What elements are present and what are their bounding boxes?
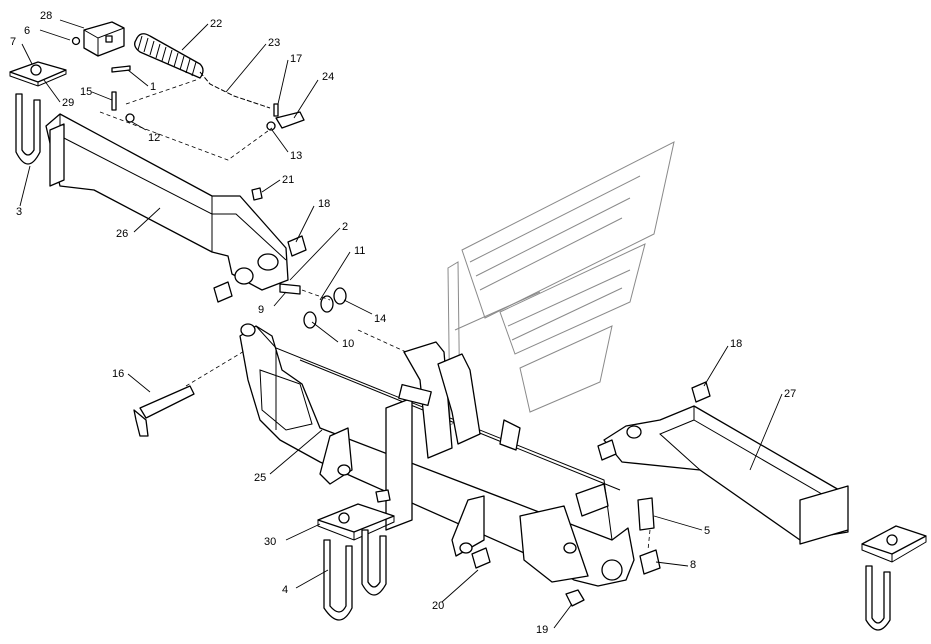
callout-16: 16 <box>112 368 124 380</box>
callout-27: 27 <box>784 388 796 400</box>
part-28-bracket <box>83 21 125 57</box>
part-29-plate <box>9 61 67 87</box>
callout-21: 21 <box>282 174 294 186</box>
part-6-nut <box>71 36 81 46</box>
callout-19: 19 <box>536 624 548 636</box>
part-14-washer <box>333 287 347 305</box>
part-30-plate <box>317 489 395 541</box>
part-12-washer <box>125 113 135 123</box>
callout-11: 11 <box>354 245 365 257</box>
callout-24: 24 <box>322 71 334 83</box>
part-23-chain <box>199 71 271 109</box>
part-26-arm <box>45 113 289 291</box>
part-3-u-bolt <box>15 93 41 165</box>
part-19-nut <box>565 589 585 607</box>
callout-12: 12 <box>148 132 160 144</box>
callout-22: 22 <box>210 18 222 30</box>
part-24-clip <box>275 111 305 129</box>
part-right-u-bolt <box>865 565 891 631</box>
part-bushing-lower <box>213 281 233 303</box>
watermark-logo <box>447 141 675 426</box>
callout-4: 4 <box>282 584 288 596</box>
part-27-arm <box>603 405 849 545</box>
part-10-washer <box>303 311 317 329</box>
callout-18-right: 18 <box>730 338 742 350</box>
callout-17: 17 <box>290 53 302 65</box>
callout-28: 28 <box>40 10 52 22</box>
callout-18-upper: 18 <box>318 198 330 210</box>
part-22-spring <box>134 33 204 79</box>
callout-5: 5 <box>704 525 710 537</box>
callout-26: 26 <box>116 228 128 240</box>
callout-13: 13 <box>290 150 302 162</box>
callout-9: 9 <box>258 304 264 316</box>
callout-2: 2 <box>342 221 348 233</box>
callout-20: 20 <box>432 600 444 612</box>
part-1-bolt <box>111 65 131 73</box>
callout-23: 23 <box>268 37 280 49</box>
callout-15: 15 <box>80 86 92 98</box>
callout-1: 1 <box>150 81 156 93</box>
part-4-u-bolt <box>323 529 387 621</box>
callout-labels: 28 6 7 29 15 3 12 1 22 23 17 24 13 21 18… <box>10 10 796 636</box>
callout-3: 3 <box>16 206 22 218</box>
leader-lines <box>19 19 783 629</box>
callout-10: 10 <box>342 338 354 350</box>
callout-29: 29 <box>62 97 74 109</box>
part-17-screw <box>273 103 279 117</box>
part-bushing-right <box>597 439 617 461</box>
callout-14: 14 <box>374 313 386 325</box>
part-8-bushing <box>639 549 661 575</box>
part-16-pin <box>133 385 195 437</box>
part-25-main-frame <box>239 323 635 587</box>
callout-25: 25 <box>254 472 266 484</box>
part-5-bolt <box>637 497 655 531</box>
callout-7: 7 <box>10 36 16 48</box>
part-15-pin <box>111 91 117 111</box>
callout-8: 8 <box>690 559 696 571</box>
callout-30: 30 <box>264 536 276 548</box>
part-18-bushing <box>287 235 307 257</box>
part-20-bushing <box>471 547 491 569</box>
part-21-fitting <box>251 187 263 201</box>
part-13-ring <box>266 121 276 131</box>
part-18-right-bushing <box>691 381 711 403</box>
part-9-bolt <box>279 283 301 295</box>
part-11-washer <box>320 295 334 313</box>
part-right-plate <box>861 525 927 563</box>
callout-6: 6 <box>24 25 30 37</box>
